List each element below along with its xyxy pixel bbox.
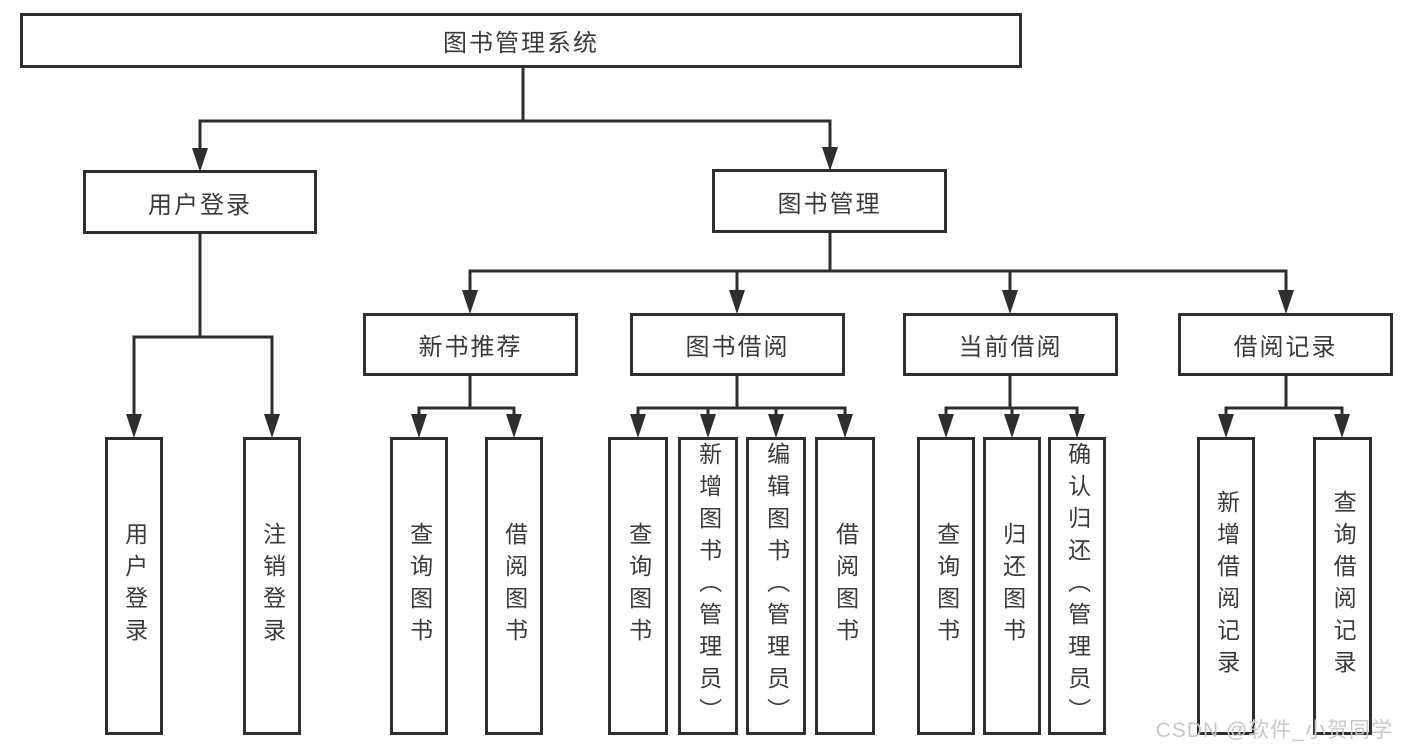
node-leaf-confirm-return-label: 确认归还（管理员） (1064, 442, 1091, 730)
node-leaf-query-books-1: 查询图书 (390, 437, 448, 735)
node-leaf-query-record-label: 查询借阅记录 (1330, 490, 1357, 682)
node-borrow-records-label: 借阅记录 (1233, 334, 1338, 361)
node-leaf-query-record: 查询借阅记录 (1313, 437, 1372, 735)
node-leaf-add-books: 新增图书（管理员） (678, 437, 738, 735)
node-leaf-edit-books: 编辑图书（管理员） (746, 437, 806, 735)
node-leaf-borrow-books-2-label: 借阅图书 (832, 522, 859, 650)
node-new-book-rec-label: 新书推荐 (418, 334, 523, 361)
node-root-label: 图书管理系统 (443, 30, 599, 57)
connector-borrow-records-children (1218, 374, 1350, 438)
node-book-borrow: 图书借阅 (630, 313, 845, 376)
node-leaf-user-login: 用户登录 (105, 437, 163, 735)
node-leaf-confirm-return: 确认归还（管理员） (1048, 437, 1106, 735)
node-leaf-logout: 注销登录 (243, 437, 301, 735)
node-current-borrow: 当前借阅 (903, 313, 1118, 376)
node-leaf-return-books-label: 归还图书 (999, 522, 1026, 650)
connector-book-mgmt-children (462, 231, 1294, 314)
node-leaf-query-books-3: 查询图书 (917, 437, 975, 735)
node-leaf-add-books-label: 新增图书（管理员） (695, 442, 722, 730)
node-leaf-borrow-books-1: 借阅图书 (485, 437, 543, 735)
node-leaf-query-books-3-label: 查询图书 (933, 522, 960, 650)
node-leaf-query-books-2-label: 查询图书 (625, 522, 652, 650)
node-leaf-edit-books-label: 编辑图书（管理员） (763, 442, 790, 730)
node-current-borrow-label: 当前借阅 (958, 334, 1063, 361)
node-borrow-records: 借阅记录 (1178, 313, 1393, 376)
node-user-login-label: 用户登录 (148, 191, 252, 219)
node-book-borrow-label: 图书借阅 (685, 334, 790, 361)
node-root: 图书管理系统 (20, 13, 1022, 68)
connector-new-book-rec-children (411, 374, 522, 438)
node-leaf-return-books: 归还图书 (983, 437, 1041, 735)
connector-user-login-children (126, 232, 280, 438)
connector-root-to-level2 (192, 66, 838, 172)
connector-book-borrow-children (630, 374, 853, 438)
node-leaf-borrow-books-1-label: 借阅图书 (501, 522, 528, 650)
csdn-watermark: CSDN @软件_小贺同学 (1155, 719, 1393, 742)
node-book-mgmt-label: 图书管理 (777, 190, 882, 218)
node-leaf-user-login-label: 用户登录 (121, 522, 148, 650)
node-book-mgmt: 图书管理 (712, 169, 947, 233)
connector-current-borrow-children (938, 374, 1085, 438)
node-leaf-add-record-label: 新增借阅记录 (1213, 490, 1240, 682)
node-leaf-query-books-1-label: 查询图书 (406, 522, 433, 650)
node-user-login: 用户登录 (83, 170, 317, 234)
node-leaf-logout-label: 注销登录 (259, 522, 286, 650)
node-leaf-add-record: 新增借阅记录 (1197, 437, 1255, 735)
node-leaf-borrow-books-2: 借阅图书 (815, 437, 875, 735)
node-leaf-query-books-2: 查询图书 (608, 437, 668, 735)
node-new-book-rec: 新书推荐 (363, 313, 578, 376)
